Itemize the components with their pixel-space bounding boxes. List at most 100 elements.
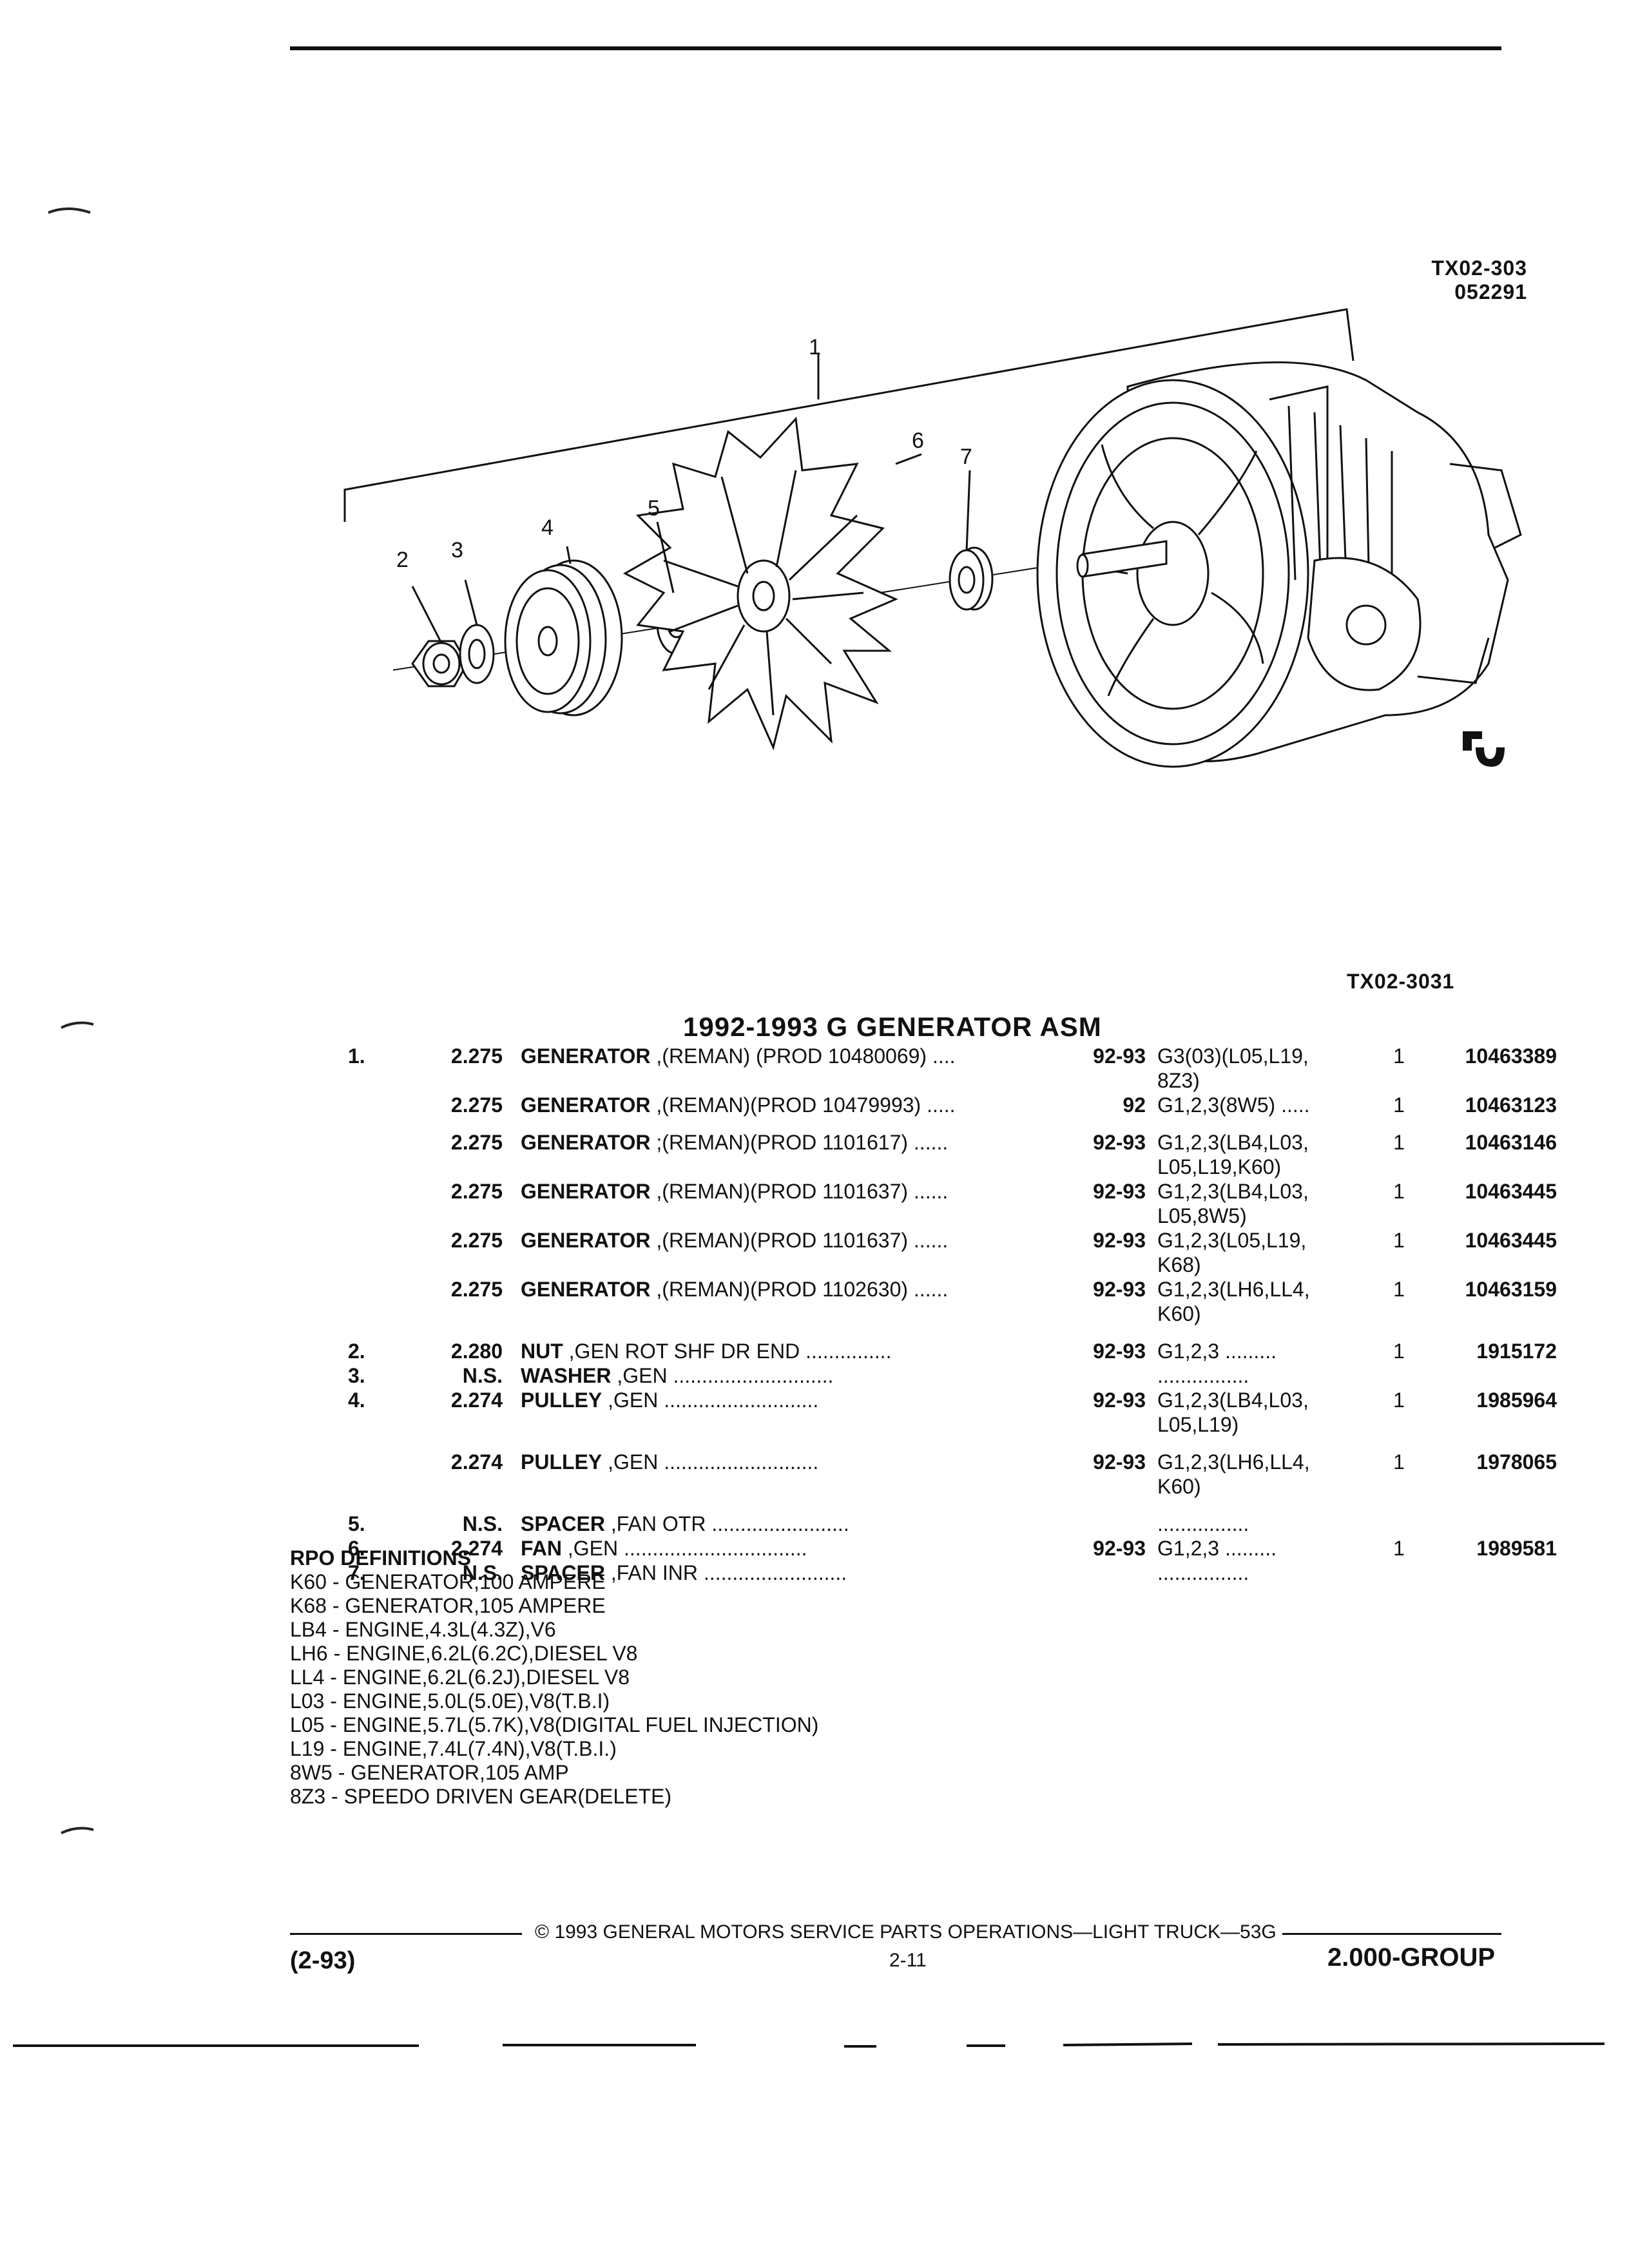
part-detail: ,(REMAN) (PROD 10480069) ....	[650, 1044, 956, 1068]
footer-rule-left	[290, 1933, 522, 1935]
part-description: PULLEY ,GEN ...........................	[521, 1437, 1075, 1499]
part-item-number	[348, 1277, 425, 1326]
part-number: 10463445	[1465, 1229, 1557, 1252]
pulley-part	[504, 559, 623, 716]
part-application-line: G1,2,3 .........	[1157, 1537, 1277, 1560]
part-detail: ,(REMAN)(PROD 1101637) ......	[650, 1229, 949, 1252]
part-model-years: 92-93	[1093, 1229, 1146, 1252]
part-item-number	[348, 1228, 425, 1277]
part-quantity: 1	[1393, 1278, 1405, 1301]
callout-7: 7	[960, 445, 972, 469]
part-group-number: 2.275	[450, 1229, 503, 1252]
generator-exploded-diagram: 1 2 3 4 5 6 7	[343, 308, 1522, 768]
part-detail: ;(REMAN)(PROD 1101617) ......	[650, 1131, 949, 1154]
part-model-years: 92-93	[1093, 1537, 1146, 1560]
part-application-line: G1,2,3(L05,L19,	[1157, 1229, 1307, 1252]
rpo-definition-item: LH6 - ENGINE,6.2L(6.2C),DIESEL V8	[290, 1642, 638, 1665]
part-group-number: 2.280	[450, 1340, 503, 1363]
part-application-line: ................	[1157, 1364, 1249, 1387]
part-name: PULLEY	[521, 1389, 602, 1412]
callout-3: 3	[451, 538, 463, 562]
part-description: FAN ,GEN ...............................…	[521, 1536, 1075, 1561]
part-application-line: G1,2,3 .........	[1157, 1340, 1277, 1363]
part-number: 1978065	[1476, 1450, 1557, 1474]
parts-row: 3.N.S.WASHER ,GEN ......................…	[348, 1363, 1557, 1388]
part-quantity: 1	[1393, 1389, 1405, 1412]
callout-4: 4	[541, 515, 554, 540]
part-item-number: 5.	[348, 1512, 365, 1535]
part-item-number: 4.	[348, 1389, 365, 1412]
part-detail: ,GEN ................................	[562, 1537, 807, 1560]
part-group-number: 2.274	[450, 1450, 503, 1474]
part-description: GENERATOR ,(REMAN)(PROD 10479993) .....	[521, 1093, 1075, 1117]
part-group-number: N.S.	[462, 1512, 503, 1535]
part-item-number: 1.	[348, 1044, 365, 1068]
part-number: 10463146	[1465, 1131, 1557, 1154]
part-model-years: 92-93	[1093, 1131, 1146, 1154]
part-item-number: 6.	[348, 1537, 365, 1560]
bottom-rule	[13, 2042, 1605, 2048]
part-group-number: 2.274	[450, 1537, 503, 1560]
part-application: G1,2,3 .........	[1157, 1326, 1376, 1363]
part-item-number	[348, 1117, 425, 1179]
part-detail: ,FAN OTR ........................	[604, 1512, 849, 1535]
part-application-line: ................	[1157, 1561, 1249, 1584]
part-application-continuation: L05,L19)	[1157, 1413, 1239, 1436]
part-description: GENERATOR ,(REMAN)(PROD 1101637) ......	[521, 1228, 1075, 1277]
part-quantity: 1	[1393, 1537, 1405, 1560]
part-description: GENERATOR ;(REMAN)(PROD 1101617) ......	[521, 1117, 1075, 1179]
part-detail: ,(REMAN)(PROD 1101637) ......	[650, 1180, 949, 1203]
part-name: NUT	[521, 1340, 563, 1363]
callout-1: 1	[809, 335, 821, 360]
part-description: SPACER ,FAN OTR ........................	[521, 1499, 1075, 1536]
part-detail: ,GEN ...........................	[602, 1450, 819, 1474]
part-application: G1,2,3(LB4,L03,L05,8W5)	[1157, 1179, 1376, 1228]
part-model-years: 92-93	[1093, 1044, 1146, 1068]
part-name: GENERATOR	[521, 1180, 651, 1203]
part-application: G1,2,3(LH6,LL4,K60)	[1157, 1277, 1376, 1326]
parts-row: 2.274 PULLEY ,GEN .......................…	[348, 1437, 1557, 1499]
part-application-line: G1,2,3(LH6,LL4,	[1157, 1450, 1310, 1474]
part-model-years: 92-93	[1093, 1389, 1146, 1412]
part-application-line: G3(03)(L05,L19,	[1157, 1044, 1309, 1068]
part-quantity	[1376, 1561, 1422, 1585]
part-detail: ,(REMAN)(PROD 1102630) ......	[650, 1278, 949, 1301]
part-application-continuation: L05,8W5)	[1157, 1204, 1247, 1227]
section-title: 1992-1993 G GENERATOR ASM	[683, 1012, 1102, 1042]
part-description: SPACER ,FAN INR ........................…	[521, 1561, 1075, 1585]
rpo-definition-item: 8W5 - GENERATOR,105 AMP	[290, 1761, 569, 1784]
rpo-definition-item: L03 - ENGINE,5.0L(5.0E),V8(T.B.I)	[290, 1689, 610, 1713]
part-group-number: N.S.	[462, 1561, 503, 1584]
part-name: GENERATOR	[521, 1229, 651, 1252]
footer-group: 2.000-GROUP	[1327, 1943, 1496, 1972]
part-number: 10463123	[1465, 1093, 1557, 1117]
inner-spacer-part	[949, 546, 994, 611]
part-detail: ,GEN ...........................	[602, 1389, 819, 1412]
part-name: GENERATOR	[521, 1278, 651, 1301]
part-description: GENERATOR ,(REMAN) (PROD 10480069) ....	[521, 1044, 1075, 1093]
washer-part	[459, 624, 495, 684]
footer-revision: (2-93)	[290, 1947, 356, 1974]
rpo-definition-item: LB4 - ENGINE,4.3L(4.3Z),V6	[290, 1618, 556, 1641]
part-model-years: 92-93	[1093, 1180, 1146, 1203]
nut-part	[411, 640, 468, 687]
parts-row: 2.275 GENERATOR ,(REMAN)(PROD 1101637) ..…	[348, 1228, 1557, 1277]
rpo-definition-item: L19 - ENGINE,7.4L(7.4N),V8(T.B.I.)	[290, 1737, 617, 1760]
part-application: G1,2,3(L05,L19,K68)	[1157, 1228, 1376, 1277]
part-description: GENERATOR ,(REMAN)(PROD 1102630) ......	[521, 1277, 1075, 1326]
part-model-years	[1075, 1363, 1157, 1388]
part-item-number	[348, 1179, 425, 1228]
part-application: ................	[1157, 1499, 1376, 1536]
part-quantity: 1	[1393, 1450, 1405, 1474]
part-application-continuation: L05,L19,K60)	[1157, 1155, 1282, 1178]
part-application-continuation: K60)	[1157, 1302, 1201, 1325]
part-application-line: G1,2,3(LB4,L03,	[1157, 1180, 1309, 1203]
part-group-number: 2.275	[450, 1044, 503, 1068]
parts-row: 5. N.S. SPACER ,FAN OTR ..................…	[348, 1499, 1557, 1536]
part-item-number	[348, 1437, 425, 1499]
figure-code: TX02-303 052291	[1424, 256, 1527, 304]
